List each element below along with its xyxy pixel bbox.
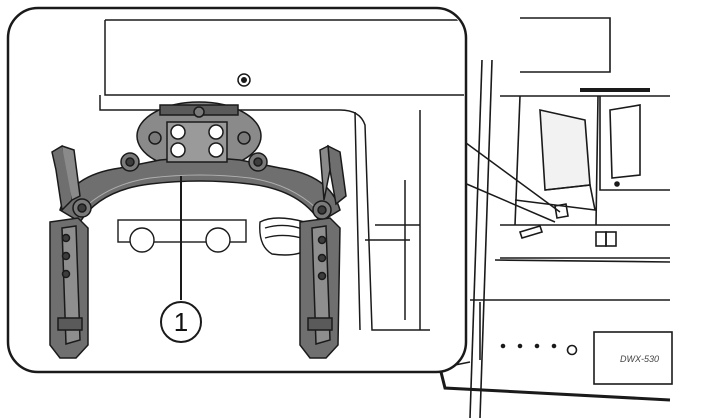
detail-contents: 1 <box>49 19 464 359</box>
detail-panel <box>6 6 468 374</box>
callout-circle <box>160 301 202 343</box>
clamp-adapter <box>49 101 347 359</box>
top-screw <box>237 73 251 87</box>
machine-body <box>438 17 673 418</box>
model-label: DWX-530 <box>620 354 659 364</box>
back-plate <box>99 19 464 331</box>
lower-mechanism <box>117 217 315 256</box>
callout-number: 1 <box>174 307 188 337</box>
zoom-pointer-lines <box>461 139 561 223</box>
